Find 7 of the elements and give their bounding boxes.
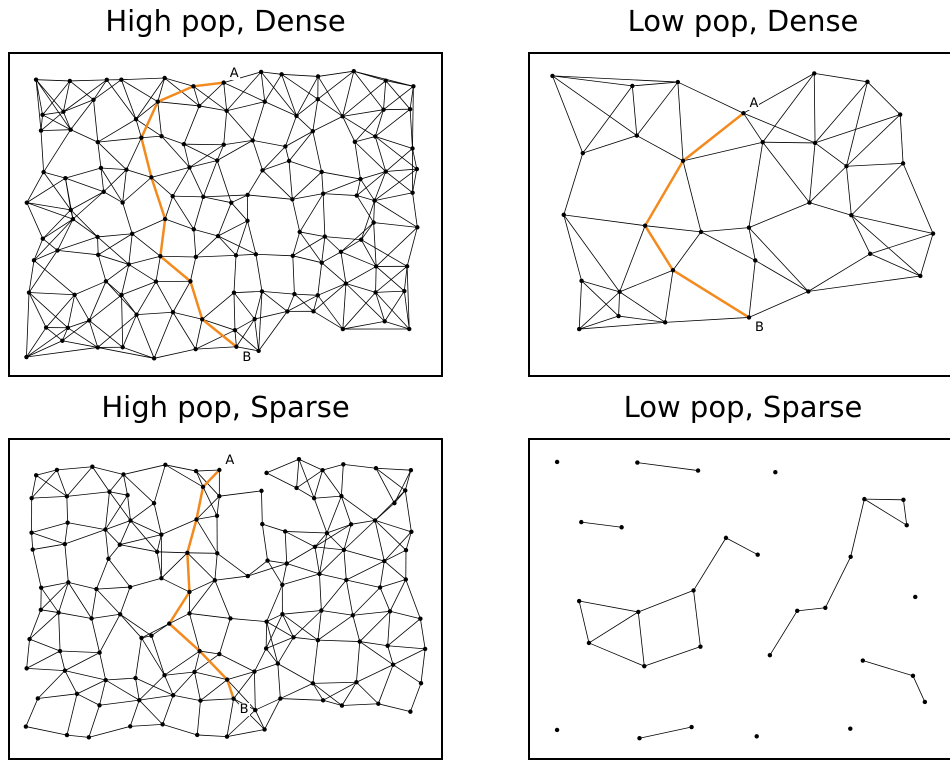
panel-title: High pop, Sparse <box>100 390 351 424</box>
point-label: A <box>224 454 236 467</box>
panel-title: Low pop, Sparse <box>622 390 864 424</box>
point-label: B <box>241 350 252 364</box>
point-label: A <box>748 97 760 110</box>
panel-title: Low pop, Dense <box>626 4 860 38</box>
panel-title: High pop, Dense <box>104 4 347 38</box>
